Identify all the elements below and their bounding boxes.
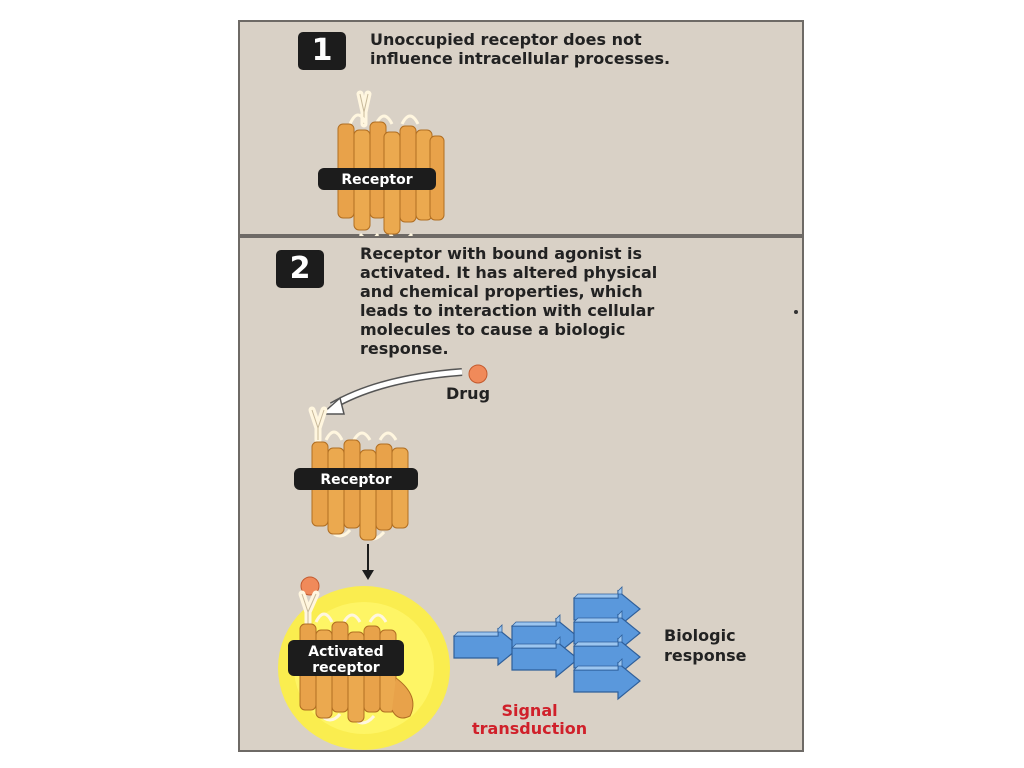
step-2-line-5: molecules to cause a biologic	[360, 320, 626, 339]
signal-transduction-line-1: Signal	[501, 701, 558, 720]
step-2-line-4: leads to interaction with cellular	[360, 301, 655, 320]
drug-molecule-icon	[468, 364, 488, 384]
activated-receptor-icon: Activated receptor	[278, 576, 450, 750]
step-1-line-2: influence intracellular processes.	[370, 49, 671, 68]
step-1-line-1: Unoccupied receptor does not	[370, 30, 642, 49]
receptor-1-label: Receptor	[341, 172, 412, 188]
step-2-number: 2	[276, 250, 324, 288]
biologic-response-label: Biologic response	[664, 626, 746, 666]
step-2-line-3: and chemical properties, which	[360, 282, 643, 301]
step-2-panel: 2 Receptor with bound agonist is activat…	[238, 236, 804, 752]
step-2-line-6: response.	[360, 339, 449, 358]
biologic-response-line-2: response	[664, 646, 747, 665]
receptor-1-icon: Receptor	[318, 90, 445, 243]
drug-label: Drug	[446, 384, 491, 403]
activation-illustration: Receptor Activated receptor	[278, 364, 641, 750]
step-1-panel: 1 Unoccupied receptor does not influence…	[238, 20, 804, 243]
step-2-description: Receptor with bound agonist is activated…	[360, 244, 657, 358]
activated-receptor-line-2: receptor	[312, 660, 380, 676]
step-1-number: 1	[298, 32, 346, 70]
signal-arrow-1-icon	[453, 624, 521, 666]
biologic-response-line-1: Biologic	[664, 626, 736, 645]
signal-transduction-label: Signal transduction	[472, 702, 587, 738]
activated-receptor-line-1: Activated	[308, 644, 383, 660]
binding-arrow-icon	[320, 368, 463, 415]
unoccupied-receptor-illustration: Receptor	[318, 90, 445, 243]
receptor-2-icon: Receptor	[294, 406, 418, 541]
step-1-description: Unoccupied receptor does not influence i…	[370, 30, 670, 68]
down-arrow-icon	[362, 544, 374, 580]
receptor-2-label: Receptor	[320, 472, 391, 488]
stray-dot	[794, 310, 798, 314]
signal-transduction-line-2: transduction	[472, 719, 588, 738]
step-2-line-2: activated. It has altered physical	[360, 263, 658, 282]
step-2-line-1: Receptor with bound agonist is	[360, 244, 643, 263]
signal-arrows	[453, 586, 641, 700]
